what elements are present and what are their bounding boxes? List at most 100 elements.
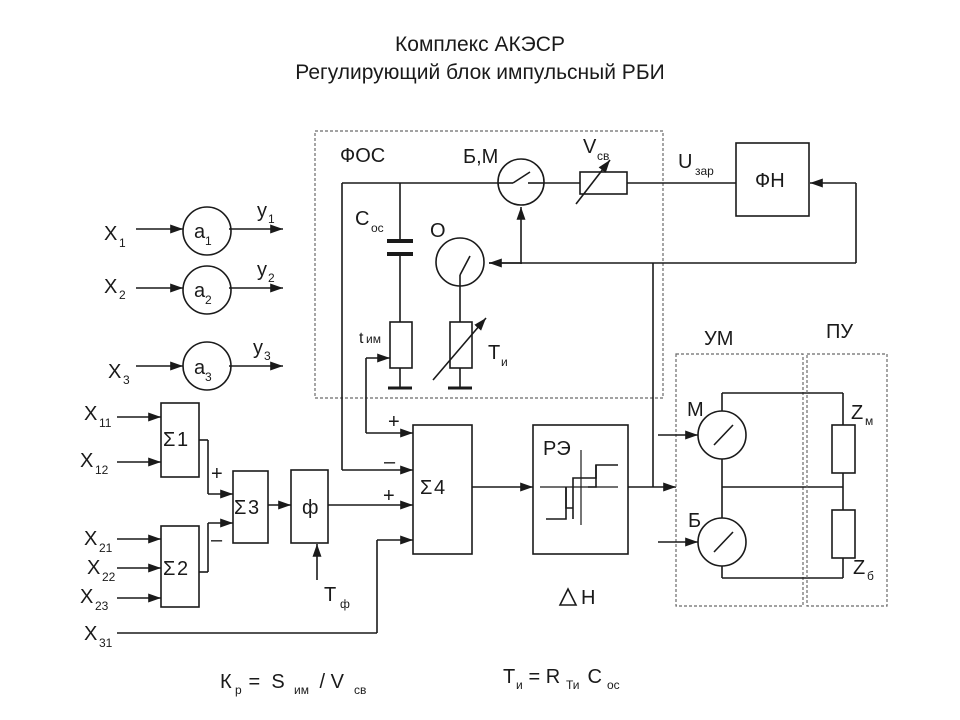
formula-kp: К р = S им / V св [220, 671, 366, 697]
phi-label: ф [302, 497, 318, 519]
zm-resistor [831, 424, 856, 474]
bm-switch-blade [512, 171, 531, 184]
m-switch-blade [713, 424, 734, 446]
fn-block [735, 142, 810, 217]
a1-node [182, 206, 232, 256]
a2-node [182, 265, 232, 315]
sigma4-index: 4 [434, 477, 445, 499]
formula-ti-t-sub: и [516, 678, 523, 692]
coc-label: С [355, 208, 369, 230]
sigma3-block [232, 470, 269, 544]
sigma3-index: 3 [248, 497, 259, 519]
y2-label-sub: 2 [268, 271, 275, 285]
sigma1-symbol: Σ [163, 429, 175, 451]
y3-label-sub: 3 [264, 349, 271, 363]
tim-label: t [359, 330, 364, 347]
sigma1-index: 1 [177, 429, 188, 451]
formula-ti-t: Т [503, 666, 515, 688]
pu-region [806, 353, 888, 607]
x23-label: X [80, 586, 93, 608]
um-label: УМ [704, 328, 733, 350]
x12-label-sub: 12 [95, 463, 109, 477]
ti-variable-arrow [432, 317, 487, 381]
tphi-label-sub: ф [340, 597, 350, 611]
y3-label: y [253, 337, 263, 359]
sigma3-symbol: Σ [234, 497, 246, 519]
zb-label-sub: б [867, 569, 874, 583]
uzar-label-sub: зар [695, 164, 714, 178]
o-label: О [430, 220, 446, 242]
pu-label: ПУ [826, 321, 853, 343]
b-switch [697, 517, 747, 567]
fos-region [314, 130, 664, 399]
tim-resistor [389, 321, 413, 369]
formula-ti-eq: = R [523, 666, 560, 688]
relay-characteristic [540, 450, 618, 525]
re-label: РЭ [543, 438, 571, 460]
fn-label: ФН [755, 170, 785, 192]
x2-label-sub: 2 [119, 288, 126, 302]
sigma3-minus: – [211, 529, 223, 551]
o-switch-blade [459, 255, 471, 276]
formula-kp-v-sub: св [354, 683, 366, 697]
fos-label: ФОС [340, 145, 385, 167]
a1-group [136, 206, 283, 256]
sigma2-block [160, 525, 200, 608]
sigma4-plus-mid: + [383, 485, 395, 507]
diagram-title-line1: Комплекс АКЭСР [395, 33, 565, 56]
a3-label-sub: 3 [205, 370, 212, 384]
formula-kp-k-sub: р [235, 683, 242, 697]
formula-ti-r-sub: Ти [566, 678, 580, 692]
x3-label: X [108, 361, 121, 383]
tim-label-sub: им [366, 332, 381, 346]
m-label: М [687, 399, 704, 421]
a3-group [136, 341, 283, 391]
b-switch-blade [713, 531, 734, 553]
formula-kp-eq: = S [243, 671, 285, 693]
x31-label-sub: 31 [99, 636, 113, 650]
formula-kp-s-sub: им [294, 683, 309, 697]
uzar-label: U [678, 151, 692, 173]
tphi-label: Т [324, 584, 336, 606]
a2-group [136, 265, 283, 315]
ti-resistor [449, 321, 473, 369]
zb-resistor [831, 509, 856, 559]
coc-label-sub: ос [371, 221, 384, 235]
ti-label: Т [488, 342, 500, 364]
zm-label: Z [851, 402, 863, 424]
x22-label-sub: 22 [102, 570, 116, 584]
x21-label: X [84, 528, 97, 550]
vsv-label: V [583, 136, 597, 158]
formula-kp-slash: / V [314, 671, 345, 693]
diagram-title-line2: Регулирующий блок импульсный РБИ [295, 61, 665, 84]
ti-label-sub: и [501, 355, 508, 369]
sigma4-plus-top: + [388, 411, 400, 433]
x2-label: X [104, 276, 117, 298]
a1-label-sub: 1 [205, 234, 212, 248]
x23-label-sub: 23 [95, 599, 109, 613]
um-region [675, 353, 804, 607]
a2-label: a [194, 280, 206, 302]
sigma3-plus: + [211, 463, 223, 485]
vsv-label-sub: св [597, 149, 609, 163]
a1-label: a [194, 221, 206, 243]
phi-block [290, 469, 329, 544]
delta-icon [558, 587, 578, 606]
formula-ti-c-sub: ос [607, 678, 620, 692]
x1-label-sub: 1 [119, 236, 126, 250]
vsv-variable-arrow [575, 159, 611, 205]
x22-label: X [87, 557, 100, 579]
zb-label: Z [853, 557, 865, 579]
m-switch [697, 410, 747, 460]
sigma4-block [412, 424, 473, 555]
bm-switch [497, 158, 545, 206]
sigma2-symbol: Σ [163, 558, 175, 580]
x3-label-sub: 3 [123, 373, 130, 387]
a3-label: a [194, 357, 206, 379]
formula-ti-c: С [582, 666, 602, 688]
bm-label: Б,М [463, 146, 498, 168]
sigma4-symbol: Σ [420, 477, 432, 499]
y2-label: y [257, 259, 267, 281]
y1-label: y [257, 200, 267, 222]
